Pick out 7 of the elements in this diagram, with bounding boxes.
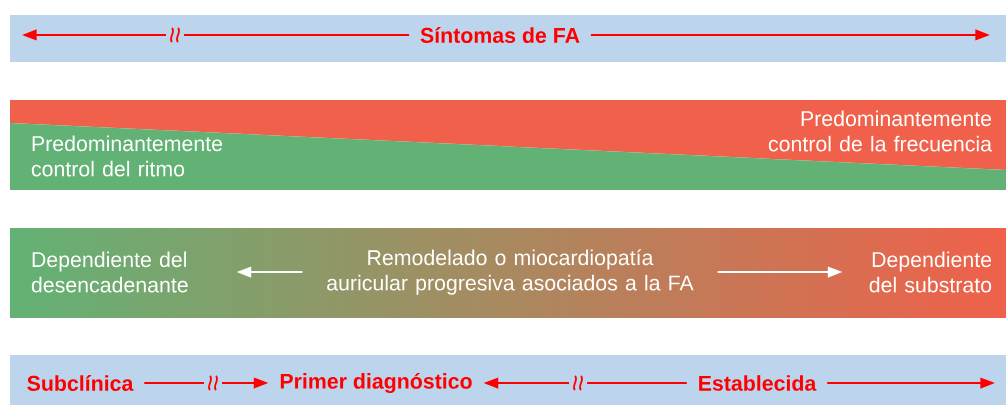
stage-label: Subclínica [27, 375, 134, 391]
stage-label: Establecida [699, 375, 817, 391]
band-title: Síntomas de FA [420, 27, 580, 43]
text-label: Dependiente del desencadenante [31, 251, 188, 293]
text-label: Remodelado o miocardiopatía auricular progresiva asociados a la FA [327, 249, 694, 295]
stage-label: Primer diagnóstico [280, 372, 472, 394]
text-label: Dependiente del substrato [869, 251, 992, 293]
